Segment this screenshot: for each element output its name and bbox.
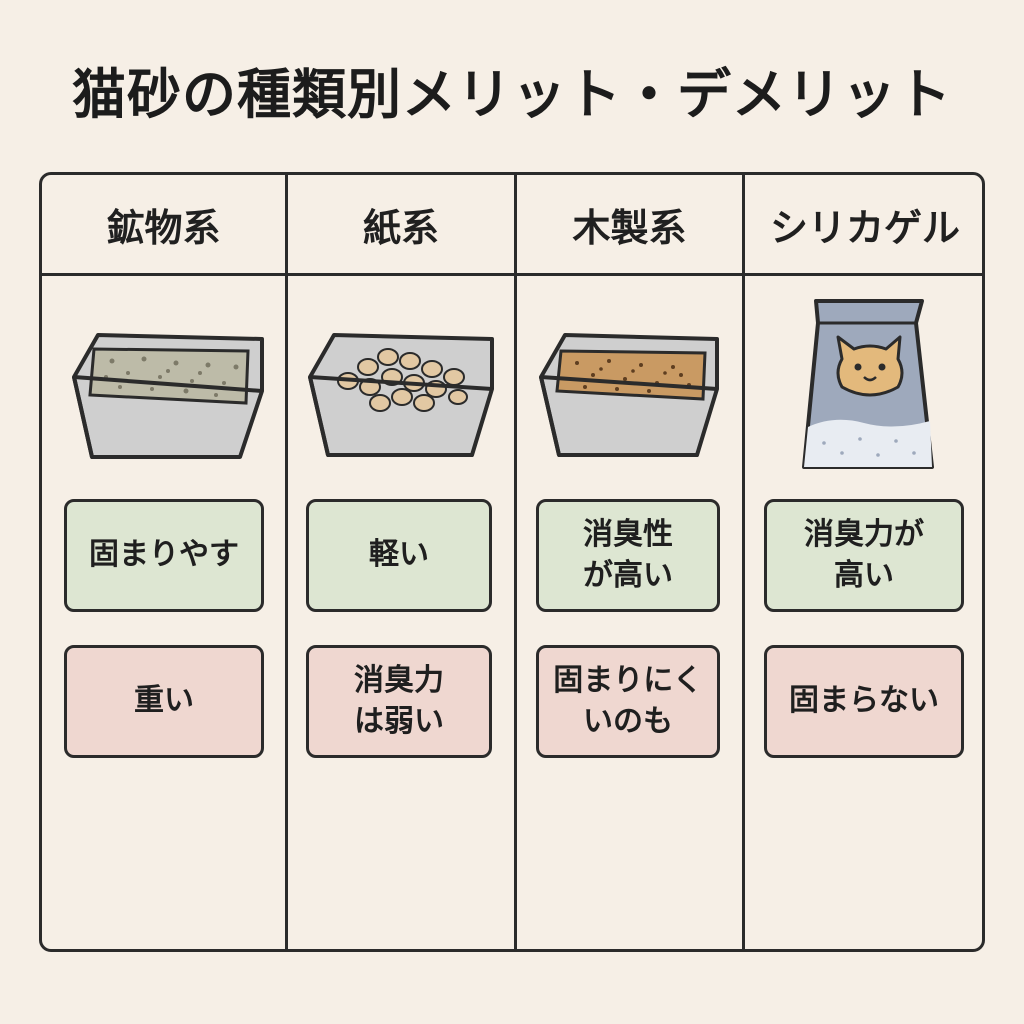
page-title: 猫砂の種類別メリット・デメリット	[72, 63, 952, 126]
column-header-wood: 木製系	[572, 205, 687, 250]
silica-gel-bag-icon	[802, 299, 934, 469]
demerit-card-wood: 固まりにく いのも	[536, 645, 720, 758]
mineral-litter-tray-icon	[72, 333, 264, 459]
column-header-silica: シリカゲル	[769, 205, 960, 250]
paper-pellet-tray-icon	[308, 333, 494, 457]
column-divider	[514, 175, 517, 949]
merit-card-silica: 消臭力が 高い	[764, 499, 964, 612]
column-divider	[742, 175, 745, 949]
column-divider	[285, 175, 288, 949]
wood-litter-tray-icon	[539, 333, 719, 457]
column-header-mineral: 鉱物系	[106, 205, 221, 250]
comparison-table: 鉱物系 紙系 木製系 シリカゲル	[39, 172, 985, 952]
header-divider	[42, 273, 982, 276]
merit-card-wood: 消臭性 が高い	[536, 499, 720, 612]
demerit-card-silica: 固まらない	[764, 645, 964, 758]
demerit-card-paper: 消臭力 は弱い	[306, 645, 492, 758]
column-header-paper: 紙系	[362, 205, 439, 250]
merit-card-paper: 軽い	[306, 499, 492, 612]
demerit-card-mineral: 重い	[64, 645, 264, 758]
merit-card-mineral: 固まりやす	[64, 499, 264, 612]
